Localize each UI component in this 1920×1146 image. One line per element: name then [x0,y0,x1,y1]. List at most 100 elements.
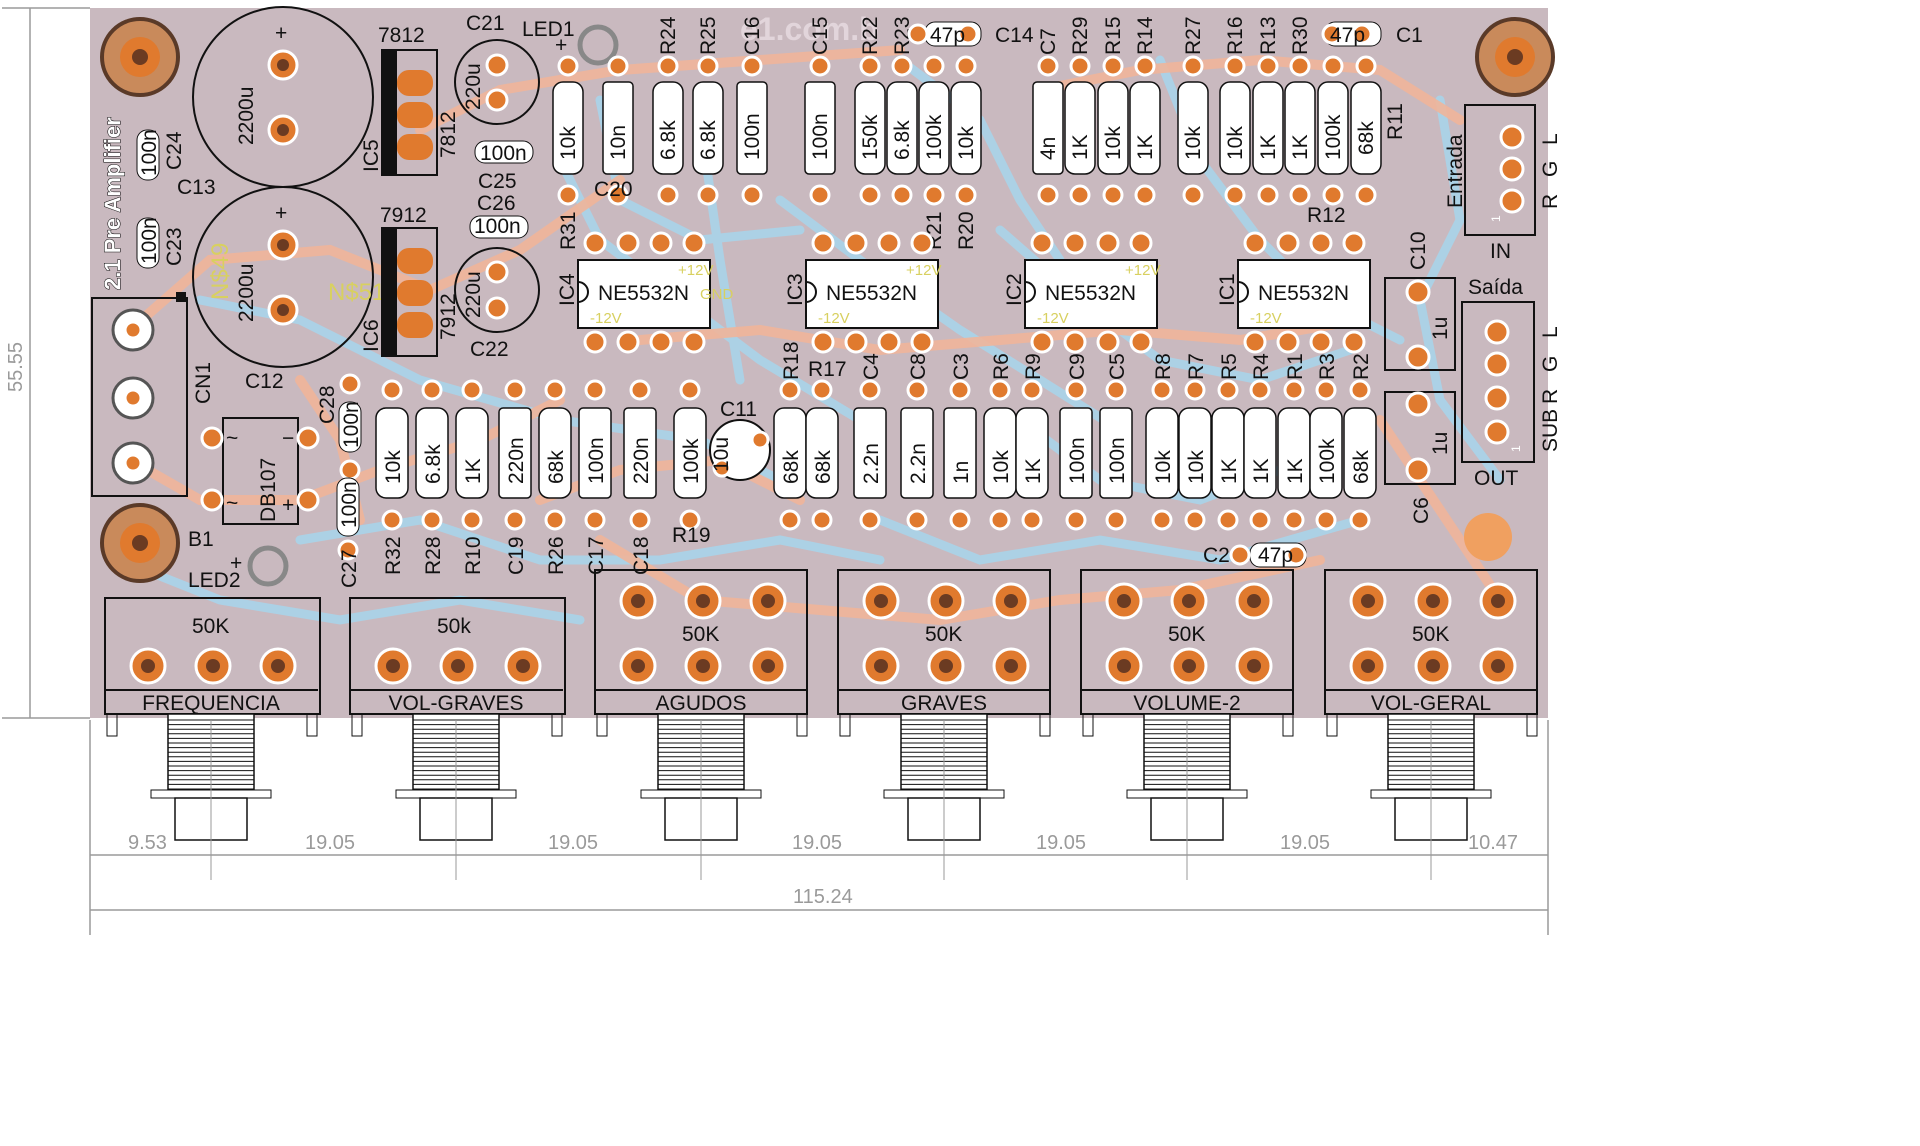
c26-value: 100n [474,215,521,238]
ic4-minus-rail: -12V [590,310,622,327]
pot-value: 50K [1412,623,1449,646]
dim-segment: 9.53 [128,832,167,854]
capacitor-c6: 1u C6 [1384,391,1456,524]
r4-value: 1K [1250,458,1273,484]
r27-value: 10k [1182,126,1205,160]
r10-value: 1K [462,458,485,484]
c24-ref: C24 [163,131,186,170]
c1-value: 47p [1330,24,1365,47]
c13-plus: + [275,22,287,45]
regulator-ic6: 7912 IC6 7912 [360,204,460,357]
r2-ref: R2 [1350,353,1373,380]
r21-value: 100k [923,114,946,160]
c12-ref: C12 [245,370,284,393]
ic5-ref: IC5 [360,139,383,172]
opamp-ics: NE5532NIC4+12VGND-12VNE5532NIC3+12V-12VN… [556,231,1371,354]
r5-ref: R5 [1218,353,1241,380]
bridge-b1: DB107 B1 ~ ~ − + [188,417,320,551]
c4-ref: C4 [860,353,883,380]
r26-value: 68k [545,450,568,484]
r3-ref: R3 [1316,353,1339,380]
board-title: 2.1 Pre Amplifier [100,117,125,290]
c9-value: 100n [1066,437,1089,484]
dim-total: 115.24 [793,886,853,908]
c18-ref: C18 [630,536,653,575]
c8-value: 2.2n [907,443,930,484]
component-c5: 100n C5 [1099,353,1133,531]
c21-value: 220u [462,63,485,110]
c14-value: 47p [930,24,965,47]
c11-ref: C11 [720,398,757,421]
pot-label: GRAVES [901,692,987,715]
c28-value: 100n [340,401,363,448]
c2-value: 47p [1258,544,1293,567]
output-pin-g: G [1539,356,1562,372]
r16-value: 10k [1224,126,1247,160]
capacitor-c22: C22 220u [454,247,540,361]
r11-ref: R11 [1384,103,1407,140]
c7-ref: C7 [1037,28,1060,55]
input-title: Entrada [1444,134,1467,208]
c17-value: 100n [585,437,608,484]
r15-value: 10k [1102,126,1125,160]
top-component-row: 10kR3110nC206.8kR246.8kR25100nC16100nC15… [552,16,1407,250]
c5-value: 100n [1106,437,1129,484]
r30-ref: R30 [1289,16,1312,55]
c21-ref: C21 [466,12,505,35]
capacitor-c10: 1u C10 [1384,231,1456,371]
r20-ref: R20 [955,211,978,250]
capacitor-c11: C11 10u [709,398,771,481]
pot-label: AGUDOS [655,692,746,715]
led2-plus: + [230,552,242,575]
input-pin-l: L [1539,133,1562,145]
capacitor-c23: 100n C23 [136,217,186,269]
c8-ref: C8 [907,353,930,380]
r17-value: 68k [812,450,835,484]
capacitor-c14: 47p C14 [907,21,1034,47]
capacitor-c1: 47p C1 [1321,21,1423,47]
b1-ac1: ~ [226,427,238,450]
c12-plus: + [275,202,287,225]
watermark: e1.com.b [740,11,879,47]
c6-value: 1u [1429,432,1452,455]
ic2-plus-rail: +12V [1125,262,1160,279]
r7-ref: R7 [1185,353,1208,380]
r18-ref: R18 [780,341,803,380]
r31-ref: R31 [557,211,580,250]
ic2-minus-rail: -12V [1037,310,1069,327]
ic1-minus-rail: -12V [1250,310,1282,327]
c27-ref: C27 [338,549,361,588]
r23-ref: R23 [891,16,914,55]
c19-ref: C19 [505,536,528,575]
ic4-ref: IC4 [556,273,579,306]
r15-ref: R15 [1102,16,1125,55]
r29-value: 1K [1069,134,1092,160]
c5-ref: C5 [1106,353,1129,380]
r12-ref: R12 [1307,204,1346,227]
c20-ref: C20 [594,178,633,201]
bottom-component-row: 10kR326.8kR281KR10220nC1968kR26100nC1722… [375,341,1377,575]
